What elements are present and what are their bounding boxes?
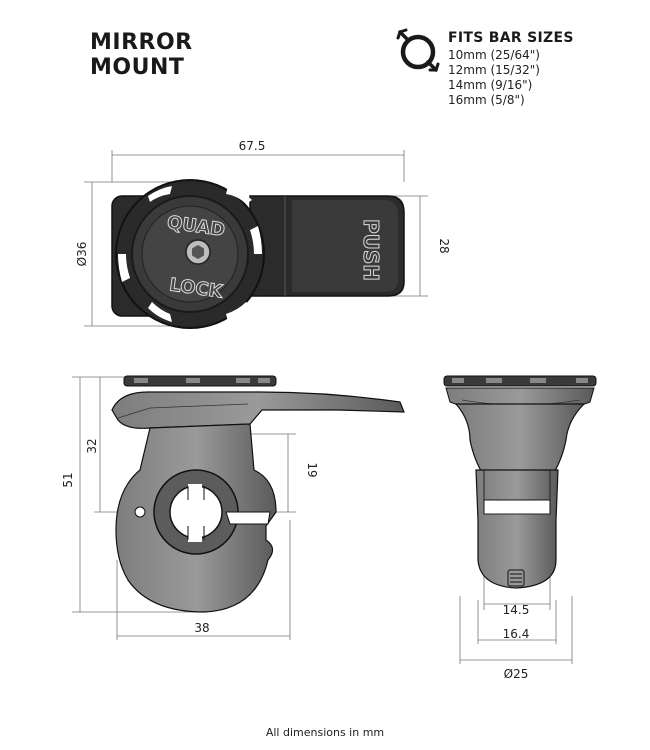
- bar-size-item: 16mm (5/8"): [448, 93, 525, 107]
- page-title: MIRROR MOUNT: [90, 30, 193, 80]
- side-view: 51 32 19 38: [61, 375, 405, 640]
- bar-sizes-panel: FITS BAR SIZES 10mm (25/64") 12mm (15/32…: [448, 30, 574, 108]
- bar-clamp-icon: [396, 28, 440, 72]
- bar-sizes-heading: FITS BAR SIZES: [448, 30, 574, 46]
- end-inner-width-label: 14.5: [503, 603, 530, 617]
- footnote: All dimensions in mm: [265, 726, 385, 739]
- end-view: 14.5 16.4 Ø25: [443, 375, 597, 681]
- bar-size-item: 14mm (9/16"): [448, 78, 533, 92]
- side-bar-height-label: 19: [305, 462, 319, 477]
- top-height-label: 28: [437, 238, 451, 253]
- push-button-text: PUSH: [359, 219, 383, 281]
- title-line-2: MOUNT: [90, 55, 185, 80]
- title-line-1: MIRROR: [90, 30, 193, 55]
- bar-size-item: 10mm (25/64"): [448, 48, 540, 62]
- top-width-label: 67.5: [239, 139, 266, 153]
- side-upper-height-label: 32: [85, 438, 99, 453]
- side-total-height-label: 51: [61, 472, 75, 487]
- top-diameter-label: Ø36: [75, 242, 89, 267]
- top-view: 67.5 Ø36 28 QUAD LOCK PUSH: [75, 139, 451, 329]
- side-width-label: 38: [194, 621, 209, 635]
- bar-size-item: 12mm (15/32"): [448, 63, 540, 77]
- end-diameter-label: Ø25: [504, 667, 529, 681]
- end-outer-width-label: 16.4: [503, 627, 530, 641]
